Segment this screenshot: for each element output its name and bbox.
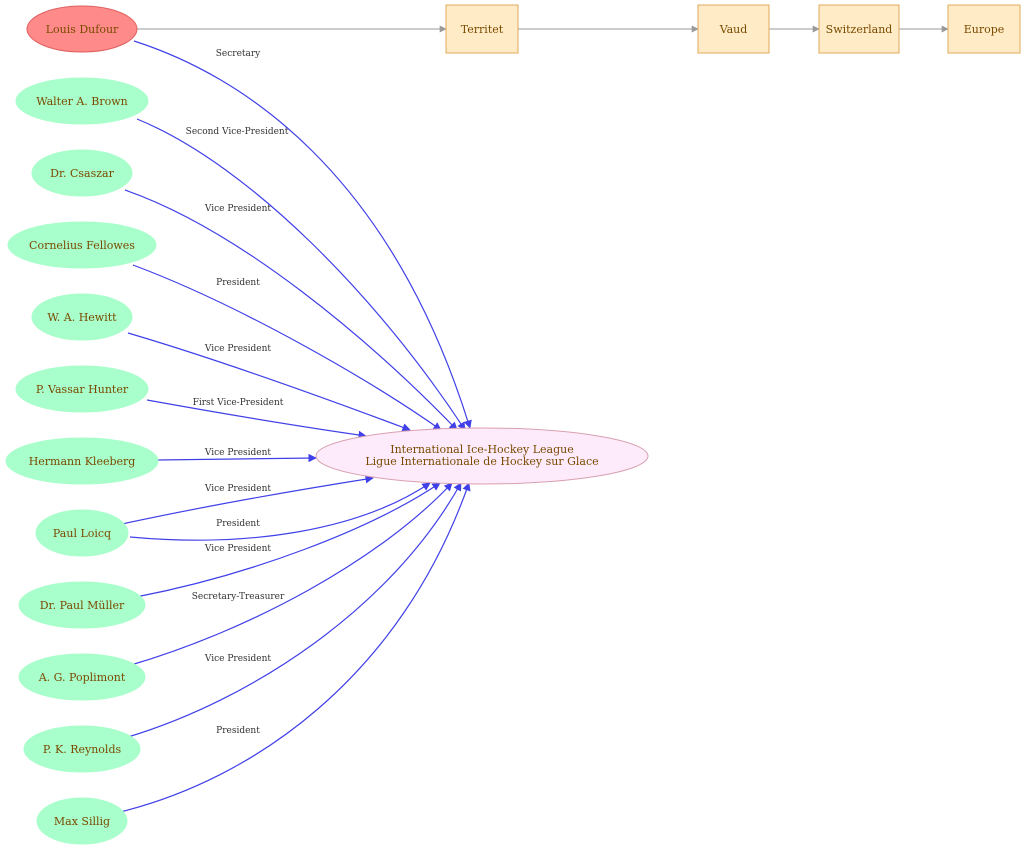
- node-shape: [36, 797, 128, 845]
- node-p-k-reynolds[interactable]: P. K. Reynolds: [23, 725, 141, 773]
- node-shape: [5, 437, 159, 485]
- president-edge: [129, 482, 431, 541]
- vice-president-edge: [121, 475, 374, 525]
- edge-role-label: President: [216, 519, 260, 529]
- edge-role-label: Secretary: [216, 49, 261, 59]
- edge-role-label: Second Vice-President: [186, 127, 289, 137]
- edge-role-label: Vice President: [204, 448, 272, 458]
- node-w-a-hewitt[interactable]: W. A. Hewitt: [31, 293, 133, 341]
- node-shape: [26, 5, 138, 53]
- edge-role-label: Vice President: [204, 344, 272, 354]
- node-shape: [18, 581, 146, 629]
- node-walter-a-brown[interactable]: Walter A. Brown: [15, 77, 149, 125]
- node-label: Louis Dufour: [46, 23, 119, 36]
- node-label: Dr. Csaszar: [50, 167, 114, 180]
- node-label: Cornelius Fellowes: [29, 239, 135, 252]
- node-dr-csaszar[interactable]: Dr. Csaszar: [31, 149, 133, 197]
- node-label: Vaud: [719, 23, 748, 36]
- node-label: W. A. Hewitt: [47, 311, 117, 324]
- vice-president-edge: [135, 482, 441, 598]
- vice-president-edge: [124, 189, 458, 431]
- node-shape: [315, 427, 649, 485]
- node-shape: [18, 653, 146, 701]
- node-label: Switzerland: [826, 23, 893, 36]
- node-shape: [15, 77, 149, 125]
- node-label: Dr. Paul Müller: [40, 599, 125, 612]
- node-territet[interactable]: Territet: [445, 4, 519, 54]
- edge-role-label: President: [216, 278, 260, 288]
- edge-role-label: Vice President: [204, 544, 272, 554]
- node-louis-dufour[interactable]: Louis Dufour: [26, 5, 138, 53]
- node-shape: [697, 4, 770, 54]
- president-edge: [119, 482, 471, 813]
- node-vaud[interactable]: Vaud: [697, 4, 770, 54]
- edge-role-label: First Vice-President: [193, 398, 284, 408]
- node-shape: [947, 4, 1021, 54]
- first-vice-president-edge: [146, 399, 367, 440]
- node-label: A. G. Poplimont: [38, 671, 126, 684]
- edge-role-label: Vice President: [204, 204, 272, 214]
- node-p-vassar-hunter[interactable]: P. Vassar Hunter: [15, 365, 149, 413]
- node-label-line1: International Ice-Hockey League: [390, 443, 573, 456]
- president-edge: [132, 264, 442, 431]
- node-label: Paul Loicq: [53, 527, 111, 540]
- vice-president-edge: [127, 332, 411, 432]
- edge-role-label: Vice President: [204, 484, 272, 494]
- node-a-g-poplimont[interactable]: A. G. Poplimont: [18, 653, 146, 701]
- node-label: Europe: [964, 23, 1005, 36]
- node-hermann-kleeberg[interactable]: Hermann Kleeberg: [5, 437, 159, 485]
- secretary-edge: [133, 40, 472, 429]
- node-shape: [15, 365, 149, 413]
- node-switzerland[interactable]: Switzerland: [818, 4, 900, 54]
- vice-president-edge: [127, 482, 462, 738]
- node-shape: [7, 221, 157, 269]
- node-max-sillig[interactable]: Max Sillig: [36, 797, 128, 845]
- node-dr-paul-muller[interactable]: Dr. Paul Müller: [18, 581, 146, 629]
- node-europe[interactable]: Europe: [947, 4, 1021, 54]
- node-label: Walter A. Brown: [36, 95, 128, 108]
- node-shape: [23, 725, 141, 773]
- edge-role-label: President: [216, 726, 260, 736]
- node-paul-loicq[interactable]: Paul Loicq: [35, 509, 129, 557]
- node-label: Territet: [461, 23, 504, 36]
- node-label: P. K. Reynolds: [43, 743, 122, 756]
- node-label-line2: Ligue Internationale de Hockey sur Glace: [365, 455, 598, 468]
- secretary-treasurer-edge: [130, 482, 453, 666]
- node-shape: [31, 149, 133, 197]
- edge-role-label: Secretary-Treasurer: [192, 592, 285, 602]
- node-shape: [445, 4, 519, 54]
- vice-president-edge: [156, 453, 317, 463]
- node-shape: [818, 4, 900, 54]
- node-shape: [35, 509, 129, 557]
- node-label: P. Vassar Hunter: [36, 383, 129, 396]
- node-label: Max Sillig: [54, 815, 110, 828]
- node-shape: [31, 293, 133, 341]
- edge-role-label: Vice President: [204, 654, 272, 664]
- second-vice-president-edge: [136, 118, 466, 431]
- node-label: Hermann Kleeberg: [29, 455, 136, 468]
- node-cornelius-fellowes[interactable]: Cornelius Fellowes: [7, 221, 157, 269]
